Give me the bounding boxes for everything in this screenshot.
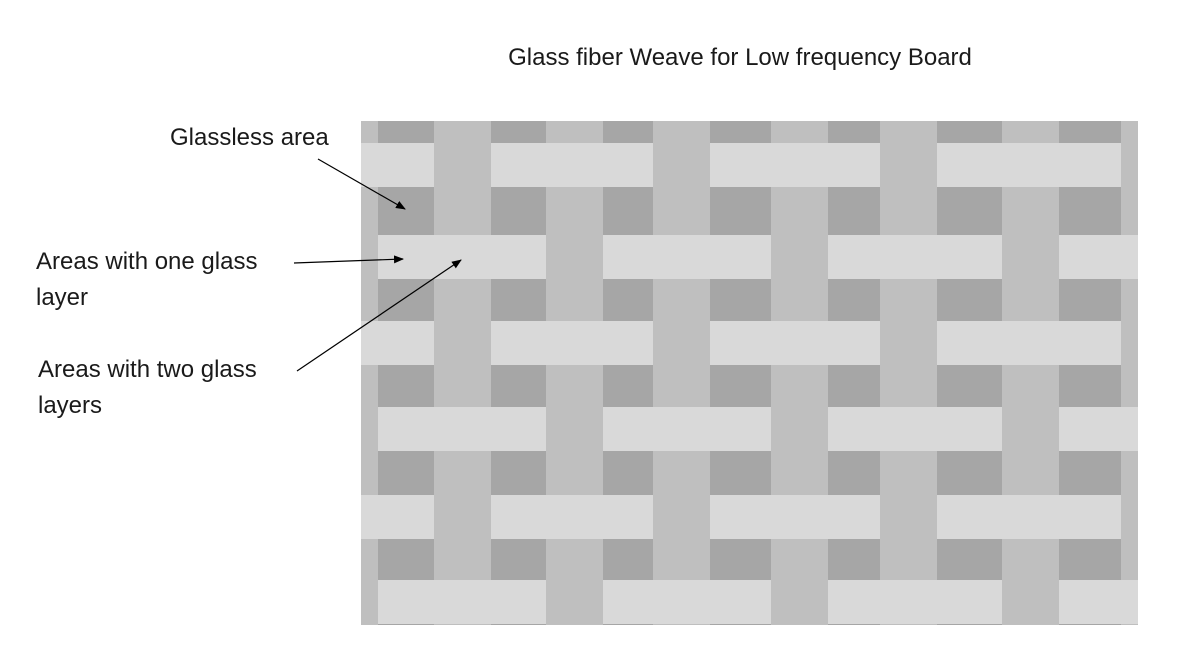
arrow-glassless — [317, 158, 406, 210]
label-two-glass-layers: Areas with two glass layers — [38, 356, 257, 419]
warp-strand — [1121, 121, 1138, 625]
weft-over-warp — [771, 143, 828, 187]
weft-over-warp — [771, 495, 828, 539]
weft-over-warp — [653, 407, 710, 451]
weft-over-warp — [771, 321, 828, 365]
warp-strand — [880, 121, 937, 625]
warp-strand — [546, 121, 603, 625]
weft-over-warp — [434, 580, 491, 624]
warp-strand — [1002, 121, 1059, 625]
weft-over-warp — [1002, 143, 1059, 187]
weft-over-warp — [361, 321, 378, 365]
warp-strand — [653, 121, 710, 625]
arrow-two-layers — [296, 259, 462, 372]
arrow-one-layer — [293, 255, 404, 264]
weave-pattern — [361, 121, 1138, 625]
weft-over-warp — [361, 495, 378, 539]
weft-over-warp — [1121, 235, 1138, 279]
weft-over-warp — [1002, 495, 1059, 539]
pointer-arrows — [293, 158, 462, 372]
weft-over-warp — [434, 407, 491, 451]
diagram-title: Glass fiber Weave for Low frequency Boar… — [508, 44, 972, 71]
label-glassless-area: Glassless area — [170, 124, 329, 151]
weft-over-warp — [1002, 321, 1059, 365]
warp-strand — [434, 121, 491, 625]
warp-strand — [361, 121, 378, 625]
warp-strand — [771, 121, 828, 625]
weft-over-warp — [1121, 580, 1138, 624]
weft-over-warp — [880, 407, 937, 451]
weft-over-warp — [653, 580, 710, 624]
weft-over-warp — [880, 235, 937, 279]
weft-over-warp — [361, 143, 378, 187]
weft-over-warp — [546, 495, 603, 539]
weft-over-warp — [880, 580, 937, 624]
label-one-glass-layer: Areas with one glass layer — [36, 248, 258, 311]
weft-over-warp — [546, 321, 603, 365]
weft-over-warp — [1121, 407, 1138, 451]
weft-over-warp — [546, 143, 603, 187]
weft-over-warp — [653, 235, 710, 279]
